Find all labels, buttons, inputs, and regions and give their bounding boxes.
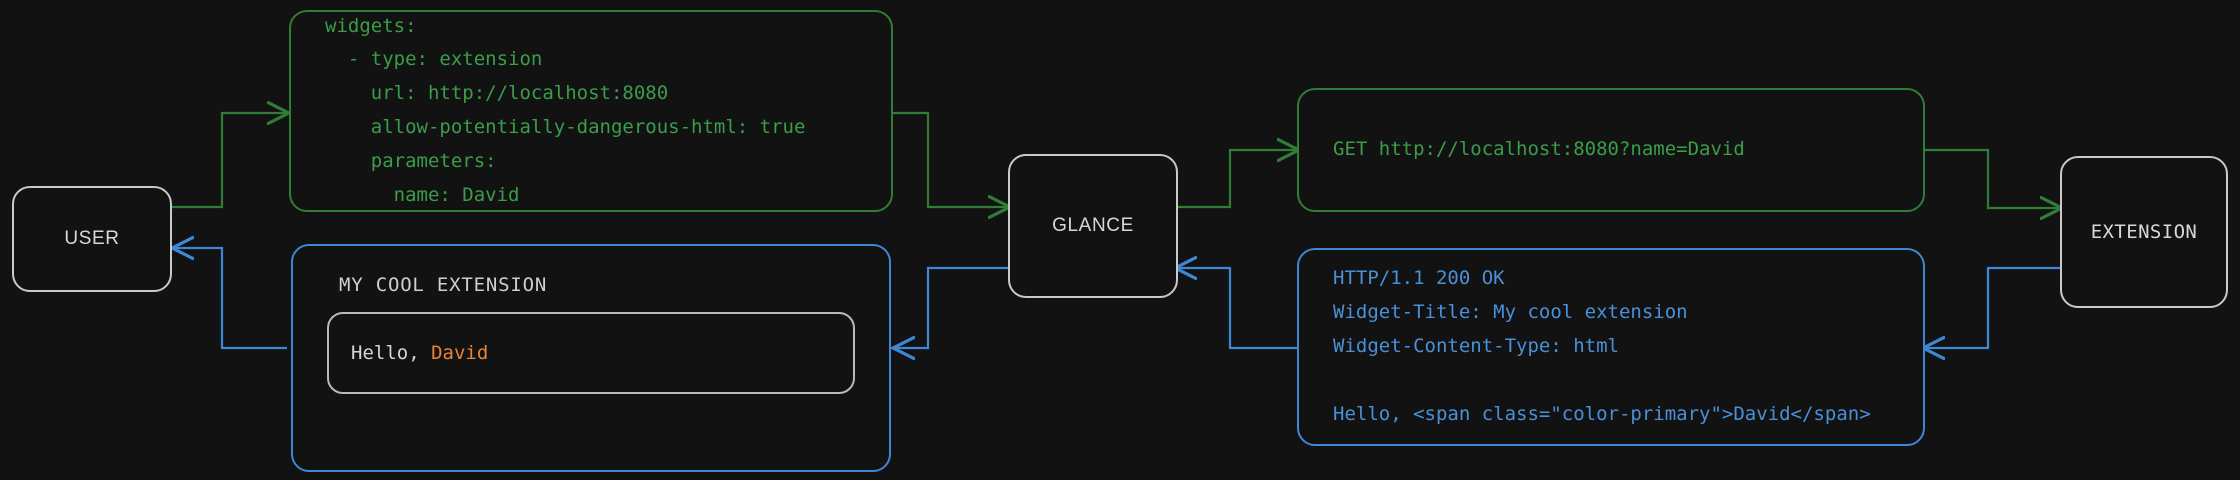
widget-greeting-text: Hello, bbox=[351, 342, 432, 364]
connector-extension-to-response bbox=[1925, 266, 2060, 348]
connector-glance-to-widget bbox=[895, 266, 1008, 348]
node-user-label: USER bbox=[64, 228, 120, 249]
panel-config: widgets: - type: extension url: http://l… bbox=[289, 10, 893, 212]
widget-preview-body: Hello, David bbox=[327, 312, 855, 394]
node-extension[interactable]: EXTENSION bbox=[2060, 156, 2228, 308]
connector-config-to-glance bbox=[893, 111, 1008, 207]
connector-request-to-extension bbox=[1923, 148, 2060, 208]
widget-name-text: David bbox=[431, 342, 489, 364]
panel-http-request: GET http://localhost:8080?name=David bbox=[1297, 88, 1925, 212]
node-glance[interactable]: GLANCE bbox=[1008, 154, 1178, 298]
node-glance-label: GLANCE bbox=[1052, 215, 1134, 236]
connector-widget-to-user bbox=[174, 248, 287, 350]
connector-response-to-glance bbox=[1177, 268, 1297, 350]
http-response-code: HTTP/1.1 200 OK Widget-Title: My cool ex… bbox=[1333, 267, 1871, 425]
node-extension-label: EXTENSION bbox=[2090, 221, 2198, 243]
config-code: widgets: - type: extension url: http://l… bbox=[325, 14, 806, 206]
connector-user-to-config bbox=[172, 113, 287, 209]
http-request-code: GET http://localhost:8080?name=David bbox=[1333, 138, 1745, 161]
node-user[interactable]: USER bbox=[12, 186, 172, 292]
panel-widget-preview: MY COOL EXTENSION Hello, David bbox=[291, 244, 891, 472]
connector-glance-to-request bbox=[1177, 150, 1297, 209]
widget-preview-title: MY COOL EXTENSION bbox=[339, 274, 548, 296]
panel-http-response: HTTP/1.1 200 OK Widget-Title: My cool ex… bbox=[1297, 248, 1925, 446]
